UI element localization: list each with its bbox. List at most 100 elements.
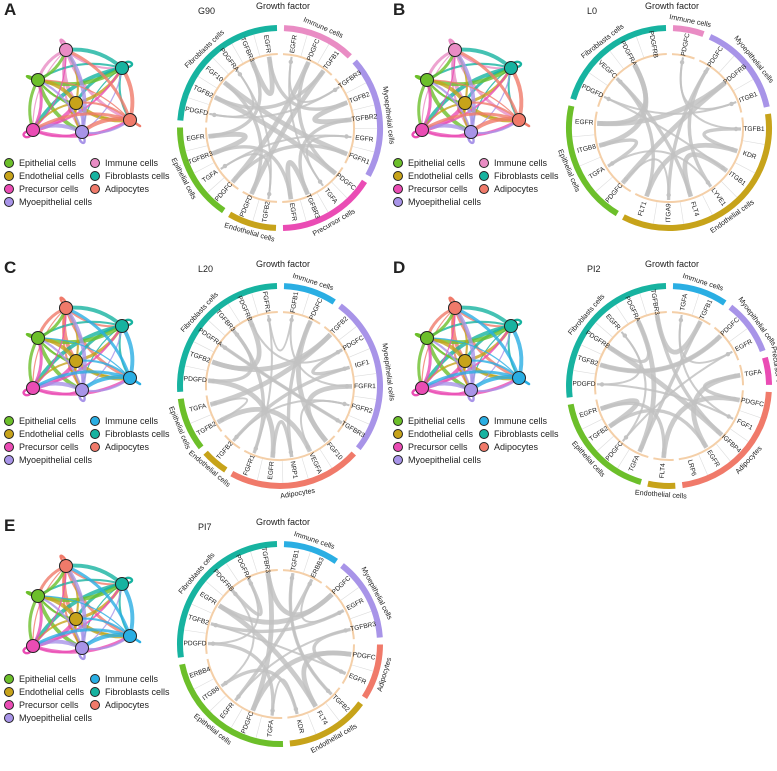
gene-divider	[353, 105, 374, 110]
legend-item: Adipocytes	[90, 700, 149, 710]
legend-label: Endothelial cells	[408, 171, 473, 181]
chord-arrowhead	[687, 190, 691, 194]
chord-link	[689, 68, 711, 187]
gene-divider	[610, 51, 623, 69]
gene-label: KDR	[295, 719, 305, 734]
chord-arrowhead	[679, 318, 683, 322]
gene-label: PDGFC	[719, 316, 741, 337]
cell-network	[389, 270, 554, 415]
gene-label: EGFR	[579, 407, 599, 420]
gene-label: EGFR	[348, 672, 368, 686]
gene-divider	[256, 717, 262, 738]
network-node	[465, 126, 478, 139]
gene-label: TGFB2	[577, 355, 600, 368]
gene-label: PDGFD	[572, 380, 595, 388]
legend-label: Epithelial cells	[408, 416, 465, 426]
legend-label: Immune cells	[105, 674, 158, 684]
gene-label: TGFB1	[290, 549, 301, 571]
chord-arrowhead	[719, 84, 723, 88]
legend-item: Fibroblasts cells	[90, 687, 170, 697]
legend-item: Myoepithelial cells	[393, 455, 481, 465]
gene-label: TGFA	[588, 165, 607, 180]
gene-label: PDGFD	[185, 106, 209, 117]
pathway-title: Growth factor	[233, 517, 333, 527]
chord-arrowhead	[610, 161, 614, 165]
gene-label: PDGFC	[740, 397, 764, 408]
gene-label: TGFB1	[699, 298, 715, 320]
network-node	[27, 640, 40, 653]
gene-divider	[303, 294, 310, 315]
gene-label: FGF10	[204, 65, 225, 84]
chord-arrowhead	[252, 64, 256, 68]
gene-label: ITGB8	[577, 143, 598, 155]
legend-label: Adipocytes	[494, 184, 538, 194]
gene-divider	[206, 581, 223, 595]
gene-divider	[339, 326, 356, 340]
chord-link	[268, 573, 332, 615]
gene-label: TGFB2	[196, 420, 218, 437]
gene-label: PDGFD	[183, 375, 207, 384]
chord-arrowhead	[703, 70, 707, 74]
legend-swatch	[90, 442, 100, 452]
legend-swatch	[90, 158, 100, 168]
gene-label: PDGFC	[352, 651, 376, 661]
gene-divider	[191, 415, 211, 424]
legend-item: Endothelial cells	[393, 171, 473, 181]
pathway-title: Growth factor	[622, 259, 722, 269]
gene-divider	[703, 195, 713, 215]
network-node	[70, 613, 83, 626]
legend-item: Adipocytes	[479, 442, 538, 452]
chord-arrowhead	[716, 429, 720, 433]
gene-label: TGFBR2	[351, 113, 378, 123]
gene-divider	[589, 73, 607, 86]
chord-arrowhead	[336, 350, 340, 354]
gene-divider	[580, 157, 600, 166]
chord-arrowhead	[611, 422, 615, 426]
gene-divider	[653, 202, 657, 224]
network-node	[32, 332, 45, 345]
legend-swatch	[479, 442, 489, 452]
gene-label: FLT4	[689, 201, 700, 218]
network-node	[505, 320, 518, 333]
chord-arrowhead	[223, 681, 227, 685]
network-node	[513, 114, 526, 127]
legend-label: Adipocytes	[105, 184, 149, 194]
chord-arrowhead	[326, 596, 330, 600]
chord-arrowhead	[289, 318, 293, 322]
sector-arc	[673, 28, 704, 34]
legend-swatch	[4, 184, 14, 194]
network-node	[416, 124, 429, 137]
chord-arrowhead	[288, 192, 292, 196]
gene-divider	[326, 703, 339, 720]
cell-network	[0, 528, 165, 673]
gene-label: PDGFC	[306, 38, 322, 62]
gene-divider	[692, 294, 699, 315]
gene-divider	[252, 293, 258, 314]
legend-swatch	[393, 197, 403, 207]
gene-divider	[582, 419, 602, 429]
chord-arrowhead	[344, 652, 348, 656]
gene-label: TGFBR3	[350, 621, 377, 633]
gene-divider	[740, 411, 761, 418]
chord-arrowhead	[308, 582, 312, 586]
legend-label: Fibroblasts cells	[494, 429, 559, 439]
legend-item: Myoepithelial cells	[4, 713, 92, 723]
chord-arrowhead	[211, 134, 215, 138]
gene-divider	[253, 200, 259, 221]
legend-swatch	[4, 416, 14, 426]
chord-arrowhead	[254, 446, 258, 450]
gene-label: PDGFRA	[218, 47, 240, 74]
gene-label: TGFB2	[348, 91, 371, 105]
gene-divider	[616, 305, 628, 323]
gene-label: TGFA	[323, 187, 339, 205]
chord-arrowhead	[706, 180, 710, 184]
legend-label: Precursor cells	[408, 184, 468, 194]
legend-item: Endothelial cells	[393, 429, 473, 439]
gene-label: TGFA	[679, 293, 689, 312]
chord-arrowhead	[343, 628, 347, 632]
legend-swatch	[4, 429, 14, 439]
legend-item: Precursor cells	[4, 442, 79, 452]
legend-swatch	[90, 184, 100, 194]
